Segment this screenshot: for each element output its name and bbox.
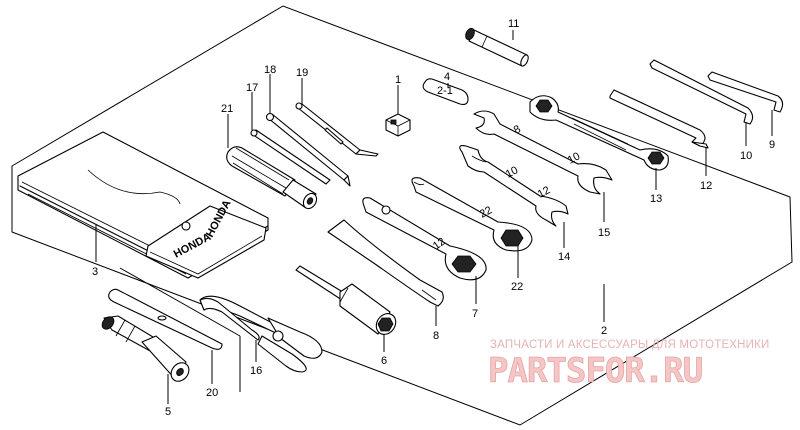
part-13-combo-wrench <box>529 95 669 171</box>
watermark-tagline: ЗАПЧАСТИ И АКСЕССУАРЫ ДЛЯ МОТОТЕХНИКИ <box>490 339 770 351</box>
diagram-frame <box>11 5 793 426</box>
part-8-lever <box>327 219 444 307</box>
callout-labels: 11 4 1 19 18 17 21 3 5 20 16 6 8 7 22 14… <box>92 18 775 418</box>
callout-7: 7 <box>472 308 478 320</box>
part-3-tool-pouch: HONDA HONDA <box>17 131 269 279</box>
part-6-socket-handle <box>295 265 397 335</box>
part-4-grip: 2-1 <box>422 78 469 105</box>
part-16-pliers <box>199 295 323 373</box>
callout-10: 10 <box>740 150 752 162</box>
part-17-bit <box>250 129 331 185</box>
part-10-hex-key <box>649 59 754 125</box>
callout-17: 17 <box>246 82 258 94</box>
part-9-hex-key <box>707 71 784 113</box>
callout-20: 20 <box>206 387 218 399</box>
svg-text:12: 12 <box>431 236 448 253</box>
callout-9: 9 <box>769 139 775 151</box>
watermark: ЗАПЧАСТИ И АКСЕССУАРЫ ДЛЯ МОТОТЕХНИКИ PA… <box>488 339 770 391</box>
wrench-15-mark-b: 10 <box>566 150 582 166</box>
wrench-14-mark-a: 10 <box>504 164 520 180</box>
wrench-22-mark: 22 <box>478 204 494 220</box>
callout-6: 6 <box>381 355 387 367</box>
callout-22: 22 <box>511 281 523 293</box>
callout-16: 16 <box>250 365 262 377</box>
svg-text:2-1: 2-1 <box>437 85 453 97</box>
wrench-14-mark-b: 12 <box>536 184 552 200</box>
part-22-wrench: 22 <box>411 177 533 252</box>
part-11-pin <box>465 27 529 67</box>
part-12-hex-key <box>609 89 709 149</box>
part-5-plug-socket <box>101 315 190 382</box>
callout-19: 19 <box>296 67 308 79</box>
part-15-open-wrench: 8 10 <box>473 110 613 195</box>
callout-4: 4 <box>444 71 450 83</box>
part-21-handle <box>226 146 318 210</box>
callout-8: 8 <box>433 330 439 342</box>
callout-13: 13 <box>650 193 662 205</box>
callout-5: 5 <box>165 406 171 418</box>
callout-14: 14 <box>558 251 570 263</box>
part-20-bar <box>108 288 223 350</box>
part-1-clip <box>385 113 411 137</box>
callout-18: 18 <box>264 64 276 76</box>
part-19-bit <box>295 102 379 157</box>
leader-lines <box>95 30 773 404</box>
callout-1: 1 <box>395 74 401 86</box>
watermark-brand: PARTSFOR.RU <box>488 351 702 391</box>
part-7-ring-wrench: 12 <box>362 197 487 281</box>
callout-15: 15 <box>598 227 610 239</box>
wrench-15-mark-a: 8 <box>512 123 523 136</box>
callout-12: 12 <box>700 180 712 192</box>
part-18-bit <box>265 112 351 187</box>
part-14-open-wrench: 10 12 <box>459 145 569 227</box>
callout-2: 2 <box>601 325 607 337</box>
callout-21: 21 <box>221 103 233 115</box>
callout-3: 3 <box>92 266 98 278</box>
callout-11: 11 <box>508 18 519 30</box>
